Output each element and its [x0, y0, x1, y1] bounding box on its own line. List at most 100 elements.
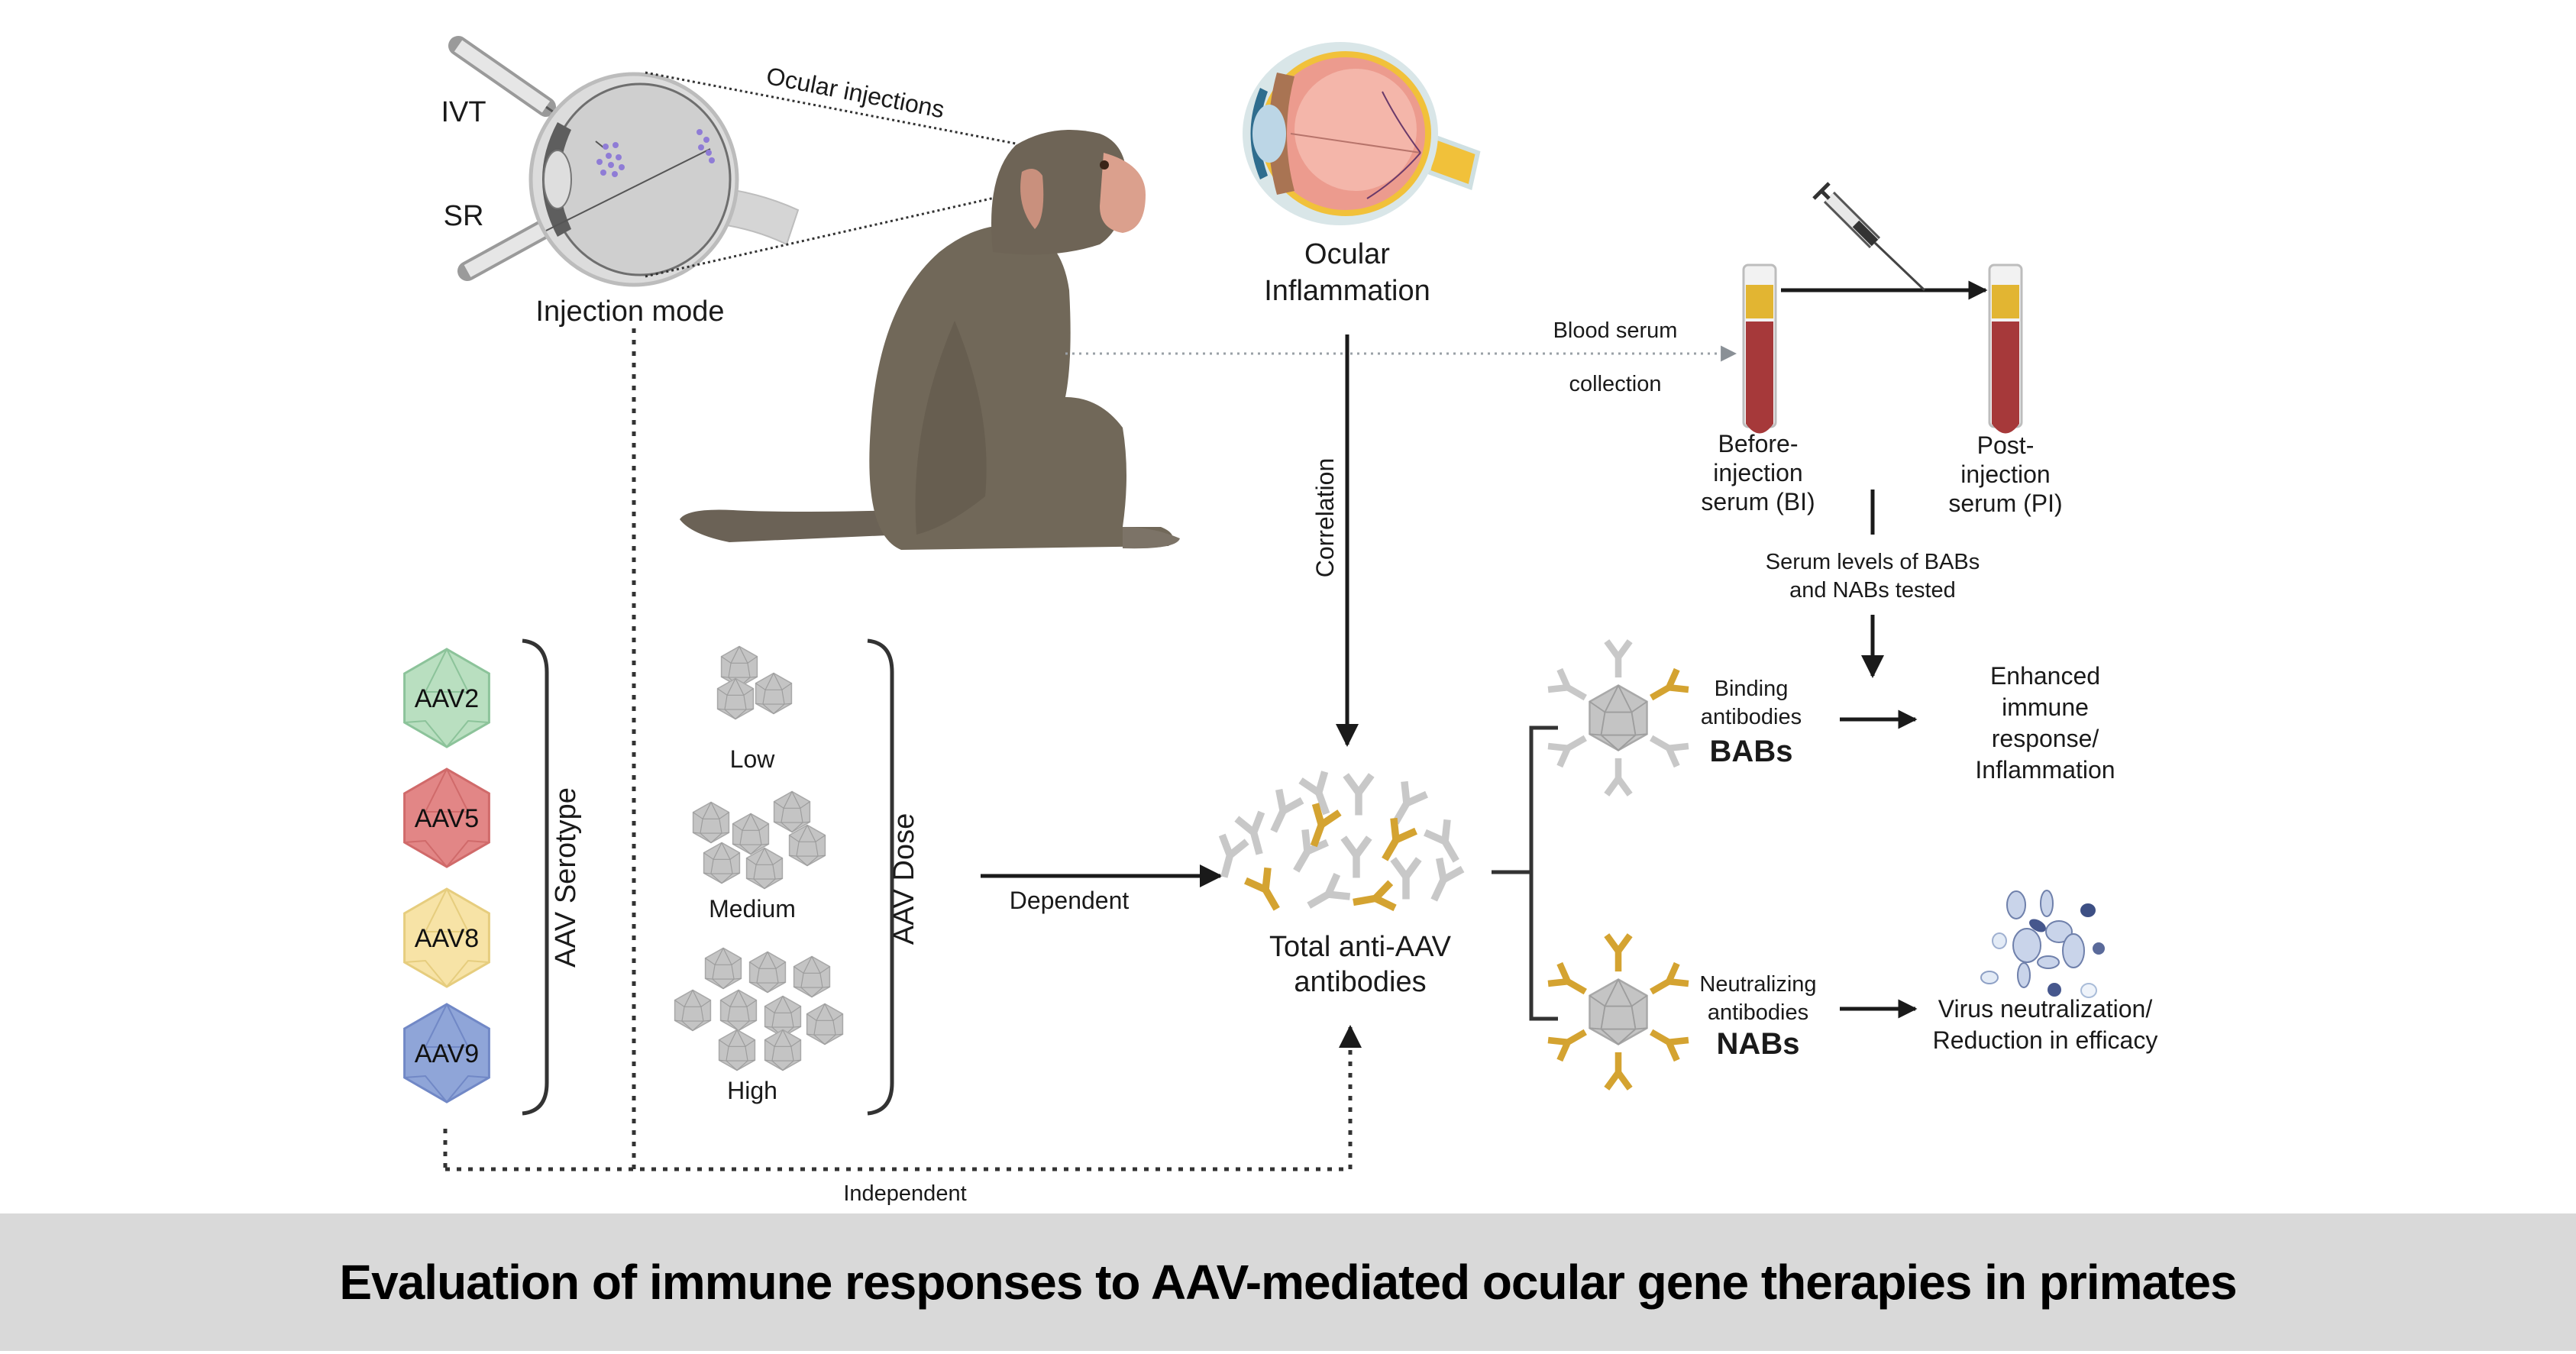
nab-virus-icon [1548, 936, 1689, 1089]
bound-antibody-icon [1607, 641, 1630, 678]
figure-title: Evaluation of immune responses to AAV-me… [339, 1255, 2237, 1310]
independent-label: Independent [843, 1181, 966, 1206]
capsid-icon [806, 1003, 844, 1045]
dose-high-label: High [727, 1077, 777, 1104]
bab-virus-icon [1548, 641, 1689, 795]
binding-antibody-icon [1236, 812, 1272, 857]
dose-low-cluster [716, 645, 793, 720]
bound-antibody-icon [1548, 964, 1591, 1002]
post-label-line1: Post- [1977, 431, 2035, 459]
binding-antibody-icon [1285, 829, 1327, 877]
capsid-icon [704, 947, 742, 990]
sr-syringe-icon [457, 219, 554, 281]
binding-antibody-icon [1346, 775, 1372, 816]
neutralizing-antibody-icon [1246, 868, 1288, 915]
injection-mode-group: IVT SR Injection mode Ocular injections [441, 36, 1017, 328]
blood-serum-label: Blood serum [1553, 318, 1678, 343]
bound-antibody-icon [1548, 670, 1591, 708]
dose-high-cluster [674, 947, 844, 1071]
nab-outcome-line2: Reduction in efficacy [1933, 1026, 2158, 1054]
binding-antibody-icon [1343, 838, 1369, 878]
bound-antibody-icon [1607, 758, 1630, 795]
capsid-icon [716, 677, 755, 720]
bab-outcome-line1: Enhanced [1990, 662, 2100, 690]
nab-outcome-line1: Virus neutralization/ [1938, 995, 2153, 1023]
serotype-label: AAV8 [415, 924, 479, 953]
bound-antibody-icon [1548, 728, 1591, 766]
before-label-line1: Before- [1718, 430, 1799, 457]
sr-label: SR [444, 200, 484, 232]
binding-antibody-icon [1212, 835, 1247, 880]
antibody-cluster [1212, 772, 1468, 917]
binding-antibody-icon [1422, 858, 1463, 906]
monkey-icon [680, 130, 1180, 550]
before-label-line3: serum (BI) [1701, 488, 1815, 515]
nab-abbr: NABs [1717, 1027, 1800, 1061]
vector-dots-vitreous [596, 142, 625, 177]
binding-antibody-icon [1393, 859, 1419, 900]
dose-low-label: Low [730, 745, 776, 773]
post-label-line3: serum (PI) [1948, 490, 2062, 517]
binding-antibody-icon [1302, 874, 1349, 916]
bab-abbr: BABs [1710, 735, 1793, 768]
capsid-icon [719, 989, 758, 1032]
bound-antibody-icon [1646, 1022, 1689, 1060]
bound-antibody-icon [1646, 964, 1689, 1002]
post-label-line2: injection [1960, 460, 2050, 488]
capsid-icon [674, 989, 712, 1032]
total-antibodies-line1: Total anti-AAV [1269, 931, 1452, 963]
bound-antibody-icon [1646, 728, 1689, 766]
vector-dots-subretinal [697, 129, 715, 163]
before-label-line2: injection [1713, 459, 1802, 486]
total-antibodies-line2: antibodies [1294, 966, 1426, 998]
injection-eye-icon [528, 72, 739, 287]
serum-tested-line2: and NABs tested [1789, 578, 1956, 603]
serum-tested-line1: Serum levels of BABs [1766, 550, 1980, 574]
capsid-icon [764, 1029, 802, 1071]
capsid-icon [1589, 684, 1648, 751]
capsid-icon [703, 842, 741, 884]
before-injection-tube-icon [1742, 263, 1777, 434]
syringe-icon [1812, 182, 1926, 292]
dose-bracket [867, 638, 894, 1116]
capsid-icon [788, 824, 826, 867]
capsid-icon [748, 951, 787, 994]
ocular-injections-label: Ocular injections [764, 62, 947, 123]
dose-medium-label: Medium [709, 895, 796, 923]
serum-layer [1746, 285, 1773, 318]
nab-line2: antibodies [1708, 1000, 1808, 1025]
dose-axis-label: AAV Dose [888, 813, 920, 945]
dose-medium-cluster [692, 790, 826, 890]
bab-line2: antibodies [1701, 705, 1802, 729]
collection-label: collection [1569, 372, 1662, 396]
serotype-label: AAV9 [415, 1039, 479, 1068]
serotype-hexagon-aav5: AAV5 [403, 767, 490, 868]
bab-outcome-line4: Inflammation [1975, 756, 2115, 784]
serotype-bracket [522, 638, 549, 1116]
serotype-axis-label: AAV Serotype [550, 787, 582, 968]
binding-antibody-icon [1262, 790, 1302, 837]
capsid-icon [755, 672, 793, 715]
bab-line1: Binding [1715, 677, 1789, 701]
serotype-label: AAV2 [415, 684, 479, 713]
capsid-icon [1589, 978, 1648, 1045]
ivt-label: IVT [441, 96, 486, 128]
inflammation-label: Inflammation [1264, 275, 1430, 307]
zoom-line-top [645, 71, 1017, 145]
ocular-label: Ocular [1304, 238, 1390, 270]
bab-outcome-line3: response/ [1992, 725, 2099, 752]
inflamed-eye-icon [1243, 42, 1481, 225]
neutralizing-antibody-icon [1351, 883, 1395, 915]
capsid-icon [793, 955, 831, 998]
title-banner: Evaluation of immune responses to AAV-me… [0, 1213, 2576, 1351]
nab-line1: Neutralizing [1699, 972, 1816, 997]
binding-antibody-icon [1425, 819, 1467, 867]
bound-antibody-icon [1607, 936, 1630, 972]
bound-antibody-icon [1548, 1022, 1591, 1060]
post-injection-tube-icon [1988, 263, 2023, 434]
capsid-icon [773, 790, 811, 833]
correlation-label: Correlation [1311, 458, 1339, 578]
capsid-icon [692, 801, 730, 844]
